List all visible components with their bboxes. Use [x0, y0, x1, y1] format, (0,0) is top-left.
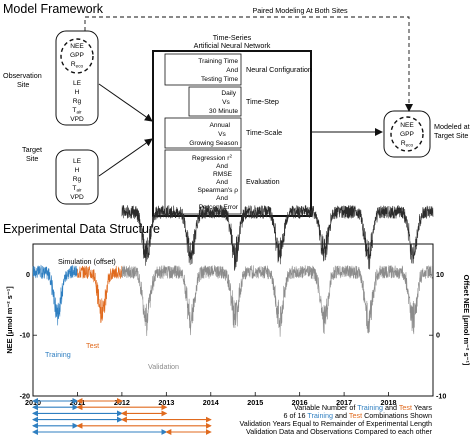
- config-neural-box: [164, 53, 242, 86]
- annotation-simulation: Simulation (offset): [58, 257, 116, 266]
- config-evaluation-label: Evaluation: [246, 177, 280, 186]
- y-left-tick-label: -20: [20, 392, 30, 401]
- modeled-label-2: Target Site: [434, 131, 468, 140]
- config-neural-item-1: Training Time: [198, 58, 238, 65]
- x-tick-label: 2014: [203, 398, 219, 407]
- obs-output-reco: Reco: [71, 61, 84, 69]
- config-eval-item-3: RMSE: [213, 171, 233, 178]
- obs-to-ann-arrow: [98, 83, 153, 122]
- y-right-tick-label: 10: [436, 270, 444, 279]
- paired-label: Paired Modeling At Both Sites: [252, 6, 347, 15]
- y-left-tick-label: 0: [26, 270, 30, 279]
- annotation-training: Training: [45, 350, 71, 359]
- modeled-output-reco: Reco: [401, 140, 414, 148]
- obs-driver-le: LE: [73, 80, 82, 87]
- series-training: [32, 264, 78, 326]
- target-site-label-2: Site: [26, 154, 38, 163]
- config-timescale-item-1: Annual: [209, 122, 230, 129]
- obs-output-gpp: GPP: [70, 52, 85, 59]
- paired-arrowhead: [405, 104, 413, 112]
- y-left-axis-label: NEE [μmol m⁻² s⁻¹]: [5, 286, 14, 354]
- config-timestep-item-2: Vs: [222, 99, 230, 106]
- annotation-validation: Validation: [148, 362, 179, 371]
- y-right-ticks: -10 0 10: [429, 270, 446, 401]
- annotation-test: Test: [86, 341, 99, 350]
- obs-output-nee: NEE: [70, 43, 84, 50]
- legend-text: Variable Number of Training and Test Yea…: [240, 403, 433, 436]
- tgt-driver-rg: Rg: [73, 176, 82, 183]
- y-left-ticks: -20 -10 0: [20, 270, 37, 401]
- config-eval-item-1: Regression r2: [192, 154, 232, 163]
- x-tick-label: 2015: [247, 398, 263, 407]
- series-simulation-offset: [121, 204, 434, 271]
- config-timescale-box: [164, 117, 242, 149]
- config-neural-label: Neural Configuration: [246, 65, 312, 74]
- y-right-axis-label: Offset NEE [μmol m⁻² s⁻¹]: [462, 275, 471, 366]
- series-validation: [121, 265, 434, 337]
- legend-line-2: 6 of 16 Training and Test Combinations S…: [283, 411, 432, 420]
- obs-driver-rg: Rg: [73, 98, 82, 105]
- data-structure-title: Experimental Data Structure: [3, 222, 160, 236]
- x-tick-label: 2013: [158, 398, 174, 407]
- obs-driver-tair: Tair: [72, 107, 82, 115]
- series-test: [77, 265, 123, 323]
- config-eval-item-7: Percent Error: [199, 204, 239, 211]
- tgt-driver-vpd: VPD: [70, 194, 84, 201]
- observation-site-label-1: Observation: [3, 71, 42, 80]
- x-tick-label: 2016: [292, 398, 308, 407]
- target-site-label-1: Target: [22, 145, 42, 154]
- modeled-output-gpp: GPP: [400, 131, 415, 138]
- config-neural-item-3: Testing Time: [201, 76, 238, 83]
- config-eval-item-5: Spearman's ρ: [197, 187, 238, 194]
- observation-site-box: [55, 30, 99, 126]
- observation-site-label-2: Site: [17, 80, 29, 89]
- legend-line-4: Validation Data and Observations Compare…: [246, 427, 433, 436]
- modeled-outputs-circle: [390, 116, 424, 152]
- observation-outputs-circle: [60, 38, 94, 74]
- config-eval-item-6: And: [216, 195, 228, 202]
- modeled-output-nee: NEE: [400, 122, 414, 129]
- combination-arrows: [32, 398, 212, 435]
- config-timestep-item-3: 30 Minute: [209, 108, 238, 115]
- ann-title-2: Artificial Neural Network: [194, 41, 271, 50]
- tgt-driver-h: H: [75, 167, 80, 174]
- modeled-label-1: Modeled at: [434, 122, 470, 131]
- legend-line-3: Validation Years Equal to Remainder of E…: [240, 419, 432, 428]
- y-right-tick-label: 0: [436, 331, 440, 340]
- config-timestep-item-1: Daily: [221, 90, 236, 97]
- obs-driver-vpd: VPD: [70, 116, 84, 123]
- config-neural-item-2: And: [226, 67, 238, 74]
- config-eval-item-4: And: [216, 179, 228, 186]
- legend-line-1: Variable Number of Training and Test Yea…: [294, 403, 432, 412]
- tgt-driver-tair: Tair: [72, 185, 82, 193]
- target-to-ann-arrow: [98, 138, 153, 177]
- framework-title: Model Framework: [3, 2, 104, 16]
- x-tick-label: 2012: [114, 398, 130, 407]
- config-timescale-item-2: Vs: [218, 131, 226, 138]
- tgt-driver-le: LE: [73, 158, 82, 165]
- x-tick-label: 2011: [70, 398, 86, 407]
- x-tick-label: 2017: [336, 398, 352, 407]
- x-tick-label: 2018: [381, 398, 397, 407]
- paired-dashed-path: [84, 16, 410, 108]
- obs-driver-h: H: [75, 89, 80, 96]
- ann-box: [152, 50, 312, 217]
- y-left-tick-label: -10: [20, 331, 30, 340]
- config-timestep-label: Time-Step: [246, 97, 279, 106]
- config-timescale-label: Time-Scale: [246, 128, 282, 137]
- y-right-tick-label: -10: [436, 392, 446, 401]
- config-eval-item-2: And: [216, 163, 228, 170]
- config-timestep-box: [188, 86, 242, 117]
- ann-title-1: Time-Series: [213, 33, 252, 42]
- target-site-box: [55, 149, 99, 205]
- series-group: [32, 204, 434, 337]
- modeled-box: [383, 110, 431, 158]
- config-timescale-item-3: Growing Season: [189, 140, 238, 147]
